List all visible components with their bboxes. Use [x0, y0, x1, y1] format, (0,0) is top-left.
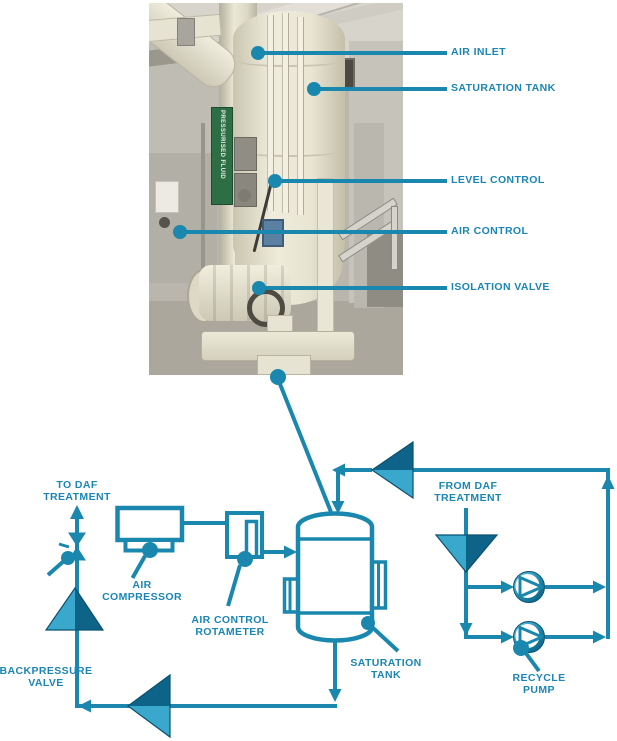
photo-notice	[155, 181, 179, 213]
photo-panel-plate	[234, 137, 257, 171]
photo-level-pipe	[282, 13, 289, 213]
from-daf-funnel	[434, 534, 499, 573]
label-recycle-pump: RECYCLE PUMP	[512, 672, 566, 696]
label-air-compressor: AIR COMPRESSOR	[102, 579, 182, 603]
photo-handrail-post	[391, 206, 398, 270]
saturation-tank-symbol	[282, 511, 400, 653]
pressurised-fluid-sign-text: PRESSURISED FLUID	[219, 110, 225, 180]
photo-callout-leaders	[173, 46, 447, 513]
callout-label-saturation-tank: SATURATION TANK	[451, 82, 556, 94]
label-to-daf-treatment: TO DAF TREATMENT	[43, 479, 111, 503]
photo-level-pipe	[297, 17, 304, 215]
air-inlet-marker	[251, 46, 265, 60]
to-daf-flow-arrow	[44, 586, 105, 631]
recycle-pump-lower-symbol	[513, 621, 545, 673]
level-control-marker	[268, 174, 282, 188]
label-saturation-tank: SATURATION TANK	[350, 657, 422, 681]
photo-panel-port	[238, 189, 251, 202]
saturation-tank-marker	[307, 82, 321, 96]
photo-small-pipe	[201, 123, 205, 283]
photo-pipe-clamp	[177, 18, 195, 46]
photo-to-diagram-marker	[270, 369, 286, 385]
air-compressor-symbol	[115, 505, 185, 579]
backpressure-valve-symbol	[46, 532, 86, 577]
callout-label-air-inlet: AIR INLET	[451, 46, 506, 58]
pressurised-fluid-sign: PRESSURISED FLUID	[211, 107, 233, 205]
label-from-daf-treatment: FROM DAF TREATMENT	[434, 480, 502, 504]
photo-level-pipe	[267, 15, 274, 211]
callout-label-isolation-valve: ISOLATION VALVE	[451, 281, 550, 293]
to-daf-arrow	[70, 505, 84, 519]
rotameter-symbol	[225, 511, 264, 607]
return-flow-arrow	[126, 673, 171, 739]
isolation-valve-marker	[252, 281, 266, 295]
flow-arrowheads	[70, 463, 615, 713]
photo-handwheel	[247, 289, 285, 327]
label-air-control-rotameter: AIR CONTROL ROTAMETER	[191, 614, 269, 638]
photo-gauge	[159, 217, 170, 228]
photo-tank-seam	[237, 145, 341, 157]
callout-label-air-control: AIR CONTROL	[451, 225, 529, 237]
rotameter-marker	[237, 551, 253, 567]
saturation-tank-diagram-marker	[361, 616, 375, 630]
air-compressor-marker	[142, 542, 158, 558]
air-control-marker	[173, 225, 187, 239]
recycle-flow-arrow	[370, 440, 414, 500]
callout-label-level-control: LEVEL CONTROL	[451, 174, 545, 186]
photo-tank-seam	[237, 55, 341, 67]
recycle-pump-upper-symbol	[513, 571, 545, 603]
label-backpressure-valve: BACKPRESSURE VALVE	[0, 665, 93, 689]
